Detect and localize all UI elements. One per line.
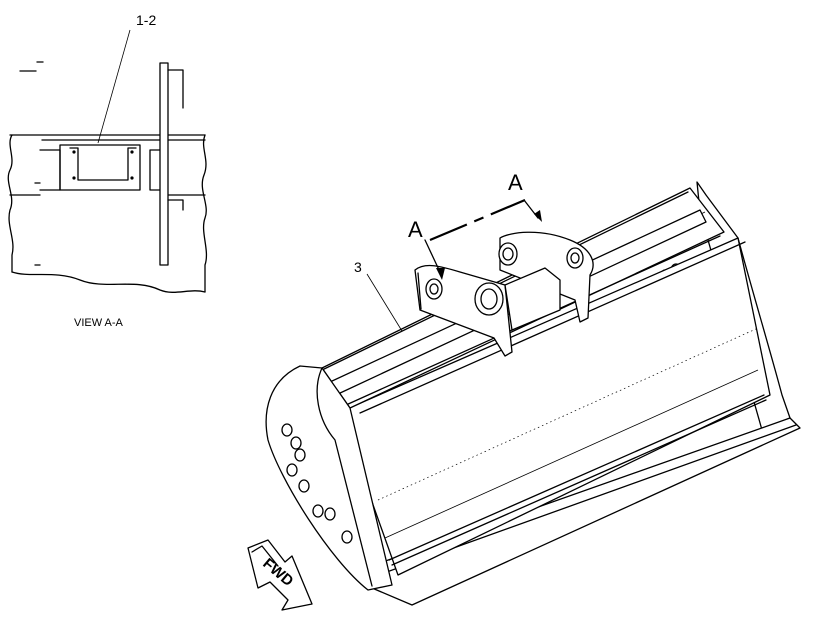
section-label-left: A <box>408 217 423 242</box>
view-a-a-caption: VIEW A-A <box>74 317 124 329</box>
forward-arrow-icon: FWD <box>247 539 313 611</box>
callout-3: 3 <box>354 259 362 275</box>
callout-1-2: 1-2 <box>136 12 156 28</box>
bucket-assembly: A A 3 <box>265 170 801 606</box>
section-label-right: A <box>508 170 523 195</box>
view-a-a-detail: 1-2 VIEW A-A <box>7 12 208 329</box>
